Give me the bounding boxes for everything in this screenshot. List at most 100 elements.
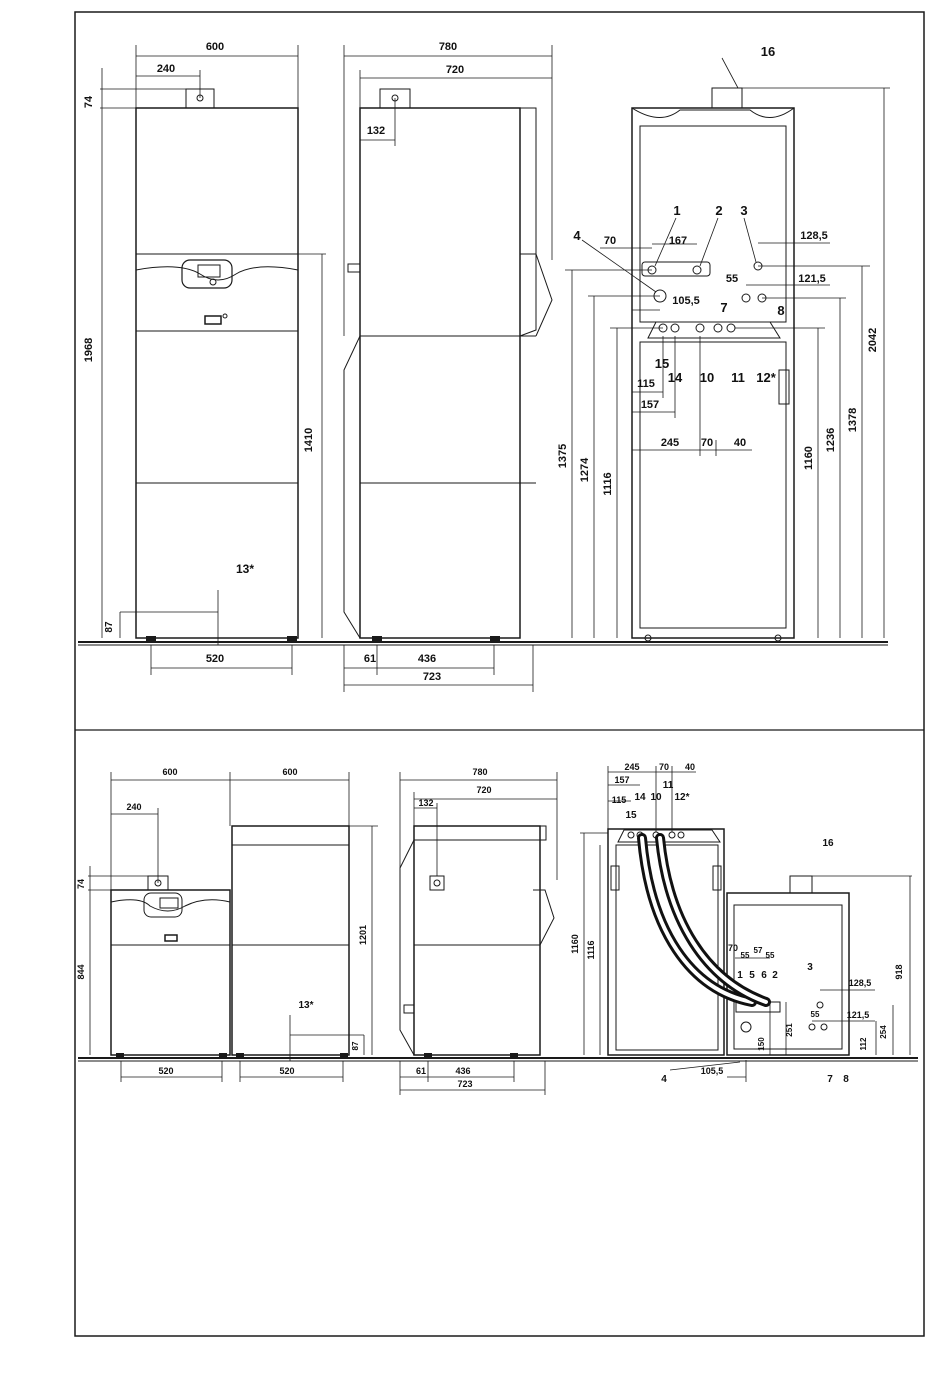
boiler-rear-low	[726, 892, 850, 1056]
bottom-rear-view: 245 70 40 157 11 115 14 10 12* 15 1160 1…	[570, 762, 912, 1085]
label-121-5: 121,5	[798, 273, 826, 285]
control-display-icon	[197, 264, 221, 278]
foot-right	[287, 636, 297, 641]
side-rear-profile	[343, 335, 361, 639]
label-150: 150	[757, 1037, 766, 1051]
callout-1-low: 1	[737, 970, 743, 981]
label-total-height: 1968	[83, 338, 95, 362]
label-foot-front: 61	[364, 653, 376, 665]
control-knob-icon	[209, 278, 217, 286]
control-display-housing-low	[143, 892, 183, 918]
callout-14-low: 14	[634, 792, 646, 803]
rear-connection-bar	[641, 261, 711, 277]
callout-3: 3	[740, 203, 747, 218]
label-105-5: 105,5	[672, 295, 700, 307]
label-1378: 1378	[847, 408, 859, 432]
label-157-low: 157	[614, 775, 629, 785]
label-70-top: 70	[604, 235, 616, 247]
label-flue-offset-low: 132	[418, 798, 433, 808]
label-70-bottom: 70	[701, 437, 713, 449]
storage-tank-front	[231, 825, 350, 1056]
label-40-low: 40	[685, 762, 695, 772]
control-display-housing	[181, 259, 233, 289]
brand-logo-dot-icon	[222, 313, 228, 319]
callout-12-low: 12*	[674, 792, 689, 803]
label-flue-height-low: 74	[76, 879, 86, 889]
callout-2-low: 2	[772, 970, 778, 981]
label-55-mid-a: 55	[741, 951, 750, 960]
label-55-mid-b: 55	[766, 951, 775, 960]
label-foot-front-low: 61	[416, 1066, 426, 1076]
callout-16-top: 16	[761, 44, 775, 59]
label-1160-low: 1160	[570, 934, 580, 954]
label-depth-total-low: 780	[472, 767, 487, 777]
callout-4: 4	[573, 228, 581, 243]
callout-1: 1	[673, 203, 680, 218]
label-panel-height: 1410	[303, 428, 315, 452]
label-40: 40	[734, 437, 746, 449]
label-121-5-low: 121,5	[847, 1010, 870, 1020]
callout-2: 2	[715, 203, 722, 218]
label-1236: 1236	[825, 428, 837, 452]
callout-11: 11	[731, 370, 745, 385]
label-1116-low: 1116	[586, 940, 596, 959]
sheet-border	[74, 11, 925, 1337]
label-55-low: 55	[811, 1010, 820, 1019]
label-offset-low: 240	[126, 802, 141, 812]
callout-4-low: 4	[661, 1074, 667, 1085]
label-115-low: 115	[612, 795, 627, 805]
label-feet-right: 520	[279, 1066, 294, 1076]
rear-manifold	[647, 321, 781, 339]
label-128-5-low: 128,5	[849, 978, 872, 988]
label-70-mid: 70	[728, 943, 738, 953]
label-feet-left: 520	[158, 1066, 173, 1076]
callout-8: 8	[777, 303, 784, 318]
rear-flue-outlet-low	[789, 875, 813, 894]
label-foot-height-low: 87	[351, 1041, 360, 1050]
callout-6-low: 6	[761, 970, 767, 981]
callout-15: 15	[655, 356, 669, 371]
control-panel-curve	[135, 266, 299, 281]
label-2042: 2042	[867, 328, 879, 352]
label-flue-offset: 132	[367, 125, 385, 137]
bottom-side-view: 780 720 132 61 436 723	[399, 767, 558, 1095]
label-base-depth-low: 723	[457, 1079, 472, 1089]
callout-10-low: 10	[650, 792, 662, 803]
side-hinge-bulge-low	[533, 889, 555, 946]
label-167: 167	[669, 235, 687, 247]
callout-16-low: 16	[822, 838, 834, 849]
label-width-left: 600	[162, 767, 177, 777]
side-hinge-bulge	[520, 253, 553, 337]
label-flue-height: 74	[83, 95, 95, 108]
label-245: 245	[661, 437, 679, 449]
callout-7: 7	[720, 300, 727, 315]
label-base-depth: 723	[423, 671, 441, 683]
label-width: 600	[206, 41, 224, 53]
label-254: 254	[879, 1025, 888, 1039]
label-57-mid: 57	[754, 946, 763, 955]
bottom-floor	[78, 1057, 918, 1062]
label-foot-height: 87	[104, 621, 115, 633]
label-1375: 1375	[557, 444, 569, 468]
label-245-low: 245	[624, 762, 639, 772]
callout-8-low: 8	[843, 1074, 849, 1085]
flex-hose-inner	[640, 836, 754, 1004]
foot-left	[146, 636, 156, 641]
bottom-front-view: 600 600 240 74 844 1201 87 520 520 13*	[76, 767, 378, 1082]
connection-7-icon	[741, 293, 751, 303]
label-foot-spacing-low: 436	[455, 1066, 470, 1076]
label-depth-body-low: 720	[476, 785, 491, 795]
connection-2-icon	[692, 265, 702, 275]
label-1160: 1160	[803, 446, 815, 470]
label-918: 918	[894, 964, 904, 979]
label-128-5: 128,5	[800, 230, 828, 242]
label-112: 112	[859, 1037, 868, 1050]
callout-15-low: 15	[625, 810, 637, 821]
brand-logo-icon	[204, 315, 222, 325]
callout-11-low: 11	[663, 780, 674, 791]
callout-5-low: 5	[749, 970, 755, 981]
label-1116: 1116	[602, 472, 614, 495]
label-251: 251	[785, 1023, 794, 1037]
label-width-right: 600	[282, 767, 297, 777]
